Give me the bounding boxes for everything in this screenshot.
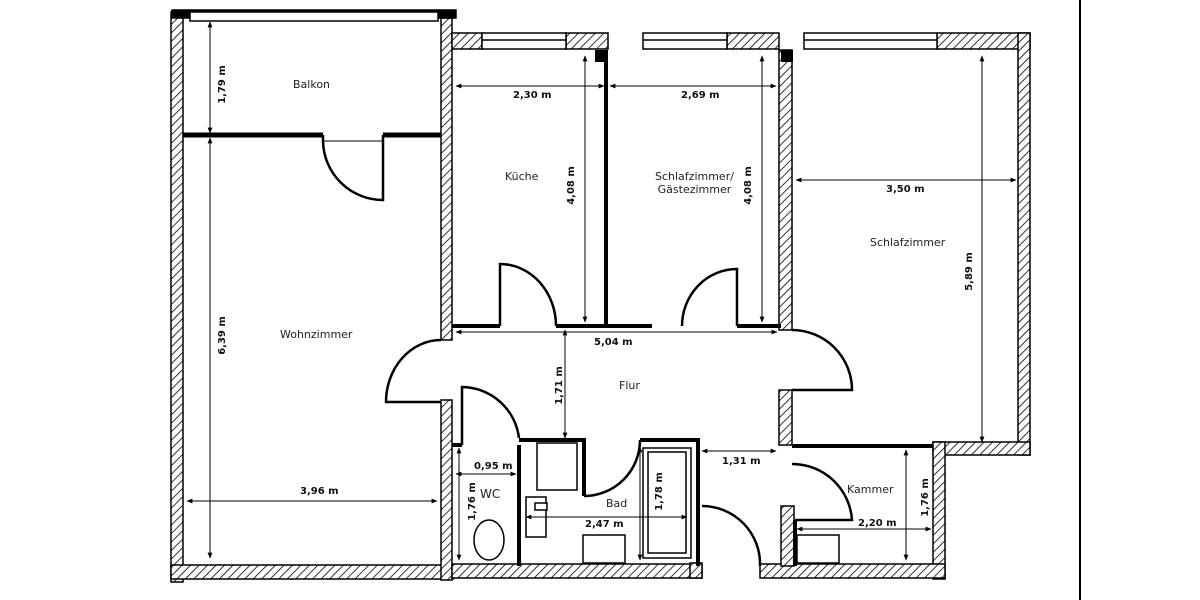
room-label-schlafzimmer: Schlafzimmer xyxy=(870,236,946,249)
balcony-rail xyxy=(171,9,457,22)
dim-flur-length: 5,04 m xyxy=(594,337,633,348)
dim-wc-width: 0,95 m xyxy=(474,461,513,472)
windows xyxy=(481,32,938,50)
dim-wohn-depth: 6,39 m xyxy=(216,316,228,355)
dim-gaeste-width: 2,69 m xyxy=(681,90,720,101)
dim-schlaf-depth: 5,89 m xyxy=(963,252,975,291)
dim-balkon-depth: 1,79 m xyxy=(216,65,228,104)
room-label-wc: WC xyxy=(480,487,501,501)
room-label-gaestezimmer: Schlafzimmer/ Gästezimmer xyxy=(655,170,734,196)
dim-wc-depth: 1,76 m xyxy=(466,482,478,521)
dim-bad-width: 2,47 m xyxy=(585,519,624,530)
room-label-kammer: Kammer xyxy=(847,483,894,496)
room-label-flur: Flur xyxy=(619,379,640,392)
dimension-lines xyxy=(186,21,1017,561)
room-label-kueche: Küche xyxy=(505,170,539,183)
interior-walls xyxy=(183,50,933,566)
room-label-bad: Bad xyxy=(606,497,628,510)
dim-flur-width: 1,71 m xyxy=(553,366,565,405)
room-label-gaestezimmer-line2: Gästezimmer xyxy=(657,183,732,196)
fixtures xyxy=(473,442,840,564)
dim-bad-depth: 1,78 m xyxy=(653,472,665,511)
dim-kammer-width: 2,20 m xyxy=(858,518,897,529)
dim-kueche-width: 2,30 m xyxy=(513,90,552,101)
page-border-line xyxy=(1079,0,1081,600)
dim-kammer-depth: 1,76 m xyxy=(919,478,931,517)
dim-schlaf-width: 3,50 m xyxy=(886,184,925,195)
dim-gaeste-depth: 4,08 m xyxy=(742,166,754,205)
dim-passage-width: 1,31 m xyxy=(722,456,761,467)
toilet-icon xyxy=(473,519,505,561)
room-label-balkon: Balkon xyxy=(293,78,331,91)
room-label-wohnzimmer: Wohnzimmer xyxy=(280,328,353,341)
dim-kueche-depth: 4,08 m xyxy=(565,166,577,205)
dim-wohn-width: 3,96 m xyxy=(300,486,339,497)
room-label-gaestezimmer-line1: Schlafzimmer/ xyxy=(655,170,734,183)
